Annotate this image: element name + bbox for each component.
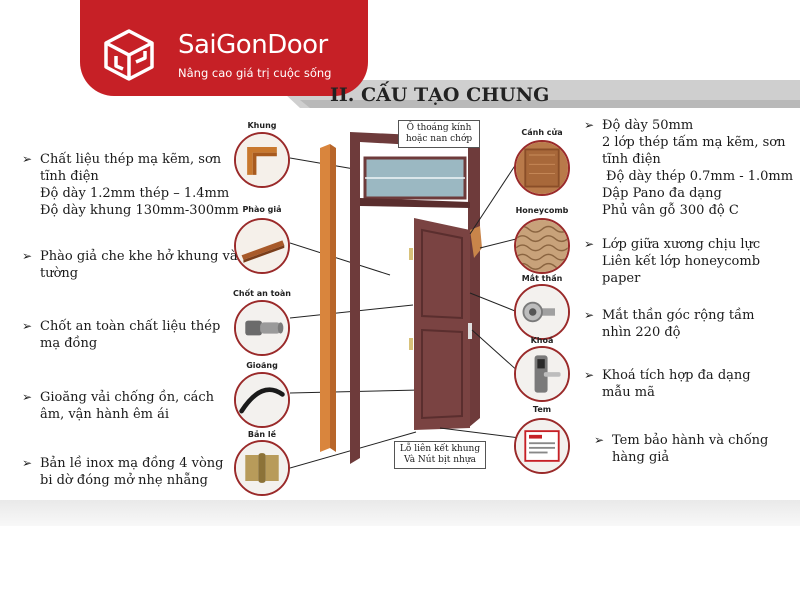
gasket-thumbnail bbox=[234, 372, 290, 428]
left-text-phao-gia: ➢ Phào giả che khe hở khung và tường bbox=[22, 249, 238, 281]
arrow-bullet-icon: ➢ bbox=[584, 368, 595, 382]
left-text-khung: ➢ Chất liệu thép mạ kẽm, sơn tĩnh điện Đ… bbox=[22, 152, 239, 218]
thumb-label-gioang: Gioăng bbox=[246, 361, 278, 370]
arrow-bullet-icon: ➢ bbox=[22, 152, 33, 166]
thumb-label-mat-than: Mắt thần bbox=[521, 274, 563, 283]
arrow-bullet-icon: ➢ bbox=[594, 433, 605, 447]
trim-thumbnail bbox=[234, 218, 290, 274]
brand-slogan: Nâng cao giá trị cuộc sống bbox=[178, 66, 332, 80]
warranty-sticker-icon bbox=[516, 420, 568, 472]
arrow-bullet-icon: ➢ bbox=[22, 390, 33, 404]
left-text-gioang: ➢ Gioăng vải chống ồn, cách âm, vận hành… bbox=[22, 390, 215, 422]
thumb-label-honeycomb: Honeycomb bbox=[515, 206, 569, 215]
honeycomb-pattern-icon bbox=[516, 220, 568, 272]
left-text-ban-le: ➢ Bản lề inox mạ đồng 4 vòng bi dờ đóng … bbox=[22, 456, 224, 488]
arrow-bullet-icon: ➢ bbox=[584, 118, 595, 132]
bolt-thumbnail bbox=[234, 300, 290, 356]
wood-grain-icon bbox=[516, 142, 568, 194]
frame-thumbnail bbox=[234, 132, 290, 188]
lock-thumbnail bbox=[514, 346, 570, 402]
callout-transom: Ô thoáng kính hoặc nan chớp bbox=[398, 120, 480, 148]
header-band: SaiGonDoor Nâng cao giá trị cuộc sống II… bbox=[0, 0, 800, 118]
right-text-mat-than: ➢ Mắt thần góc rộng tầm nhìn 220 độ bbox=[584, 308, 755, 340]
header-gray-stripe bbox=[270, 80, 800, 108]
right-text-canh-cua: ➢ Độ dày 50mm 2 lớp thép tấm mạ kẽm, sơn… bbox=[584, 118, 794, 218]
arrow-bullet-icon: ➢ bbox=[22, 249, 33, 263]
thumb-label-canh-cua: Cánh cửa bbox=[521, 128, 563, 137]
cube-logo-icon bbox=[104, 29, 154, 81]
hinge-thumbnail bbox=[234, 440, 290, 496]
brand-logo-box[interactable]: SaiGonDoor Nâng cao giá trị cuộc sống bbox=[80, 0, 368, 96]
warranty-sticker-thumbnail bbox=[514, 418, 570, 474]
left-text-chot: ➢ Chốt an toàn chất liệu thép mạ đồng bbox=[22, 319, 221, 351]
peephole-icon bbox=[516, 286, 568, 338]
thumb-label-chot: Chốt an toàn bbox=[233, 289, 291, 298]
safety-bolt-icon bbox=[236, 302, 288, 354]
thumb-label-khoa: Khoá bbox=[530, 336, 554, 345]
right-text-tem: ➢ Tem bảo hành và chống hàng giả bbox=[594, 433, 769, 465]
arrow-bullet-icon: ➢ bbox=[22, 319, 33, 333]
right-text-khoa: ➢ Khoá tích hợp đa dạng mẫu mã bbox=[584, 368, 751, 400]
callout-joint: Lỗ liên kết khung Và Nút bịt nhựa bbox=[394, 441, 486, 469]
right-text-honeycomb: ➢ Lớp giữa xương chịu lực Liên kết lớp h… bbox=[584, 237, 761, 286]
bottom-decor-bar bbox=[0, 500, 800, 526]
thumb-label-khung: Khung bbox=[247, 121, 277, 130]
thumb-label-phao-gia: Phào giả bbox=[242, 205, 282, 214]
honeycomb-thumbnail bbox=[514, 218, 570, 274]
smart-lock-icon bbox=[516, 348, 568, 400]
door-exploded-diagram bbox=[290, 132, 520, 469]
section-title: II. CẤU TẠO CHUNG bbox=[330, 84, 550, 106]
door-leaf-thumbnail bbox=[514, 140, 570, 196]
thumb-label-tem: Tem bbox=[532, 405, 552, 414]
arrow-bullet-icon: ➢ bbox=[584, 308, 595, 322]
brand-name: SaiGonDoor bbox=[178, 30, 328, 60]
arrow-bullet-icon: ➢ bbox=[584, 237, 595, 251]
gasket-strip-icon bbox=[236, 374, 288, 426]
peephole-thumbnail bbox=[514, 284, 570, 340]
trim-strip-icon bbox=[236, 220, 288, 272]
arrow-bullet-icon: ➢ bbox=[22, 456, 33, 470]
hinge-icon bbox=[236, 442, 288, 494]
thumb-label-ban-le: Bản lề bbox=[247, 430, 277, 439]
frame-corner-icon bbox=[236, 134, 288, 186]
